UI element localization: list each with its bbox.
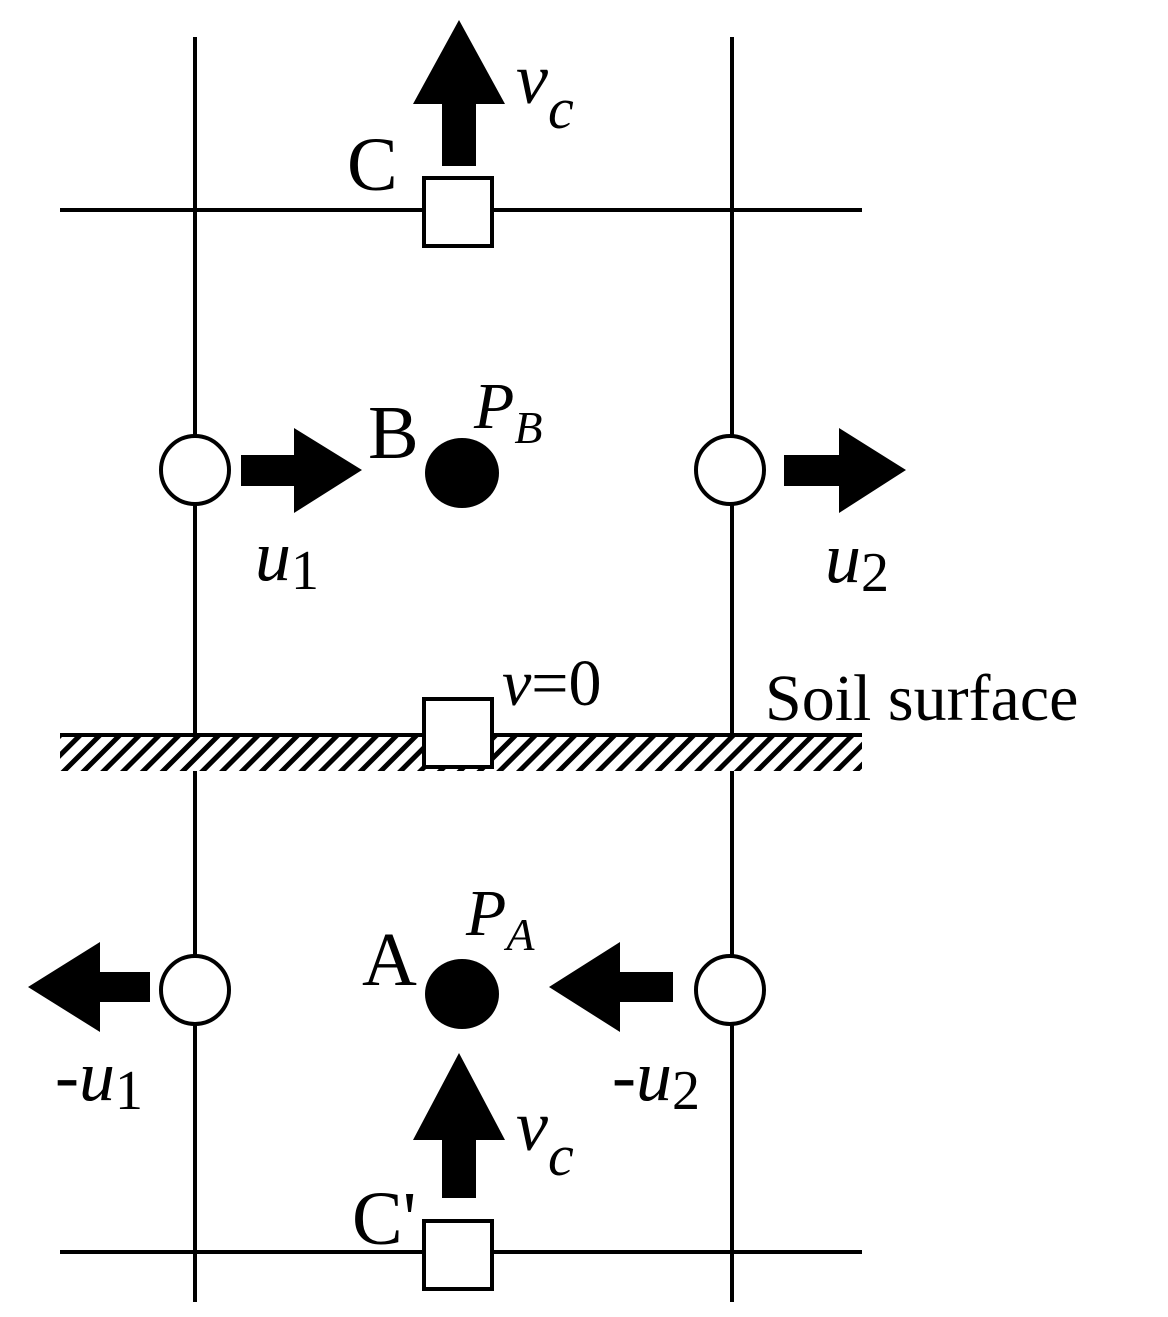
- pressure-point-a: [425, 959, 499, 1029]
- u1-arrow-left: [28, 942, 150, 1032]
- u2-arrow-left: [549, 942, 673, 1032]
- label-point-c: C: [347, 123, 398, 207]
- label-minus-u1: -u1: [55, 1036, 143, 1122]
- label-point-a: A: [362, 918, 417, 1002]
- label-minus-u2: -u2: [612, 1036, 700, 1122]
- u2-node-circle-upper: [694, 434, 766, 506]
- u2-node-circle-lower: [694, 954, 766, 1026]
- label-point-b: B: [368, 391, 419, 475]
- surface-node-square: [422, 697, 494, 769]
- label-u2-upper: u2: [825, 518, 889, 604]
- node-c-square: [422, 176, 494, 248]
- label-soil-surface: Soil surface: [765, 662, 1078, 735]
- u1-node-circle-upper: [159, 434, 231, 506]
- pressure-point-b: [425, 438, 499, 508]
- u1-arrow-right: [241, 428, 362, 513]
- label-pb: PB: [473, 370, 542, 453]
- label-v-equals-zero: v=0: [502, 647, 602, 720]
- label-vc-bottom: vc: [516, 1086, 574, 1188]
- node-c-prime-square: [422, 1219, 494, 1291]
- label-u1-upper: u1: [255, 516, 319, 602]
- label-point-c-prime: C': [352, 1177, 416, 1261]
- label-vc-top: vc: [516, 39, 574, 141]
- vc-arrow-bottom: [413, 1053, 505, 1198]
- u1-node-circle-lower: [159, 954, 231, 1026]
- vc-arrow-top: [413, 20, 505, 166]
- u2-arrow-right: [784, 428, 906, 513]
- label-pa: PA: [465, 877, 535, 960]
